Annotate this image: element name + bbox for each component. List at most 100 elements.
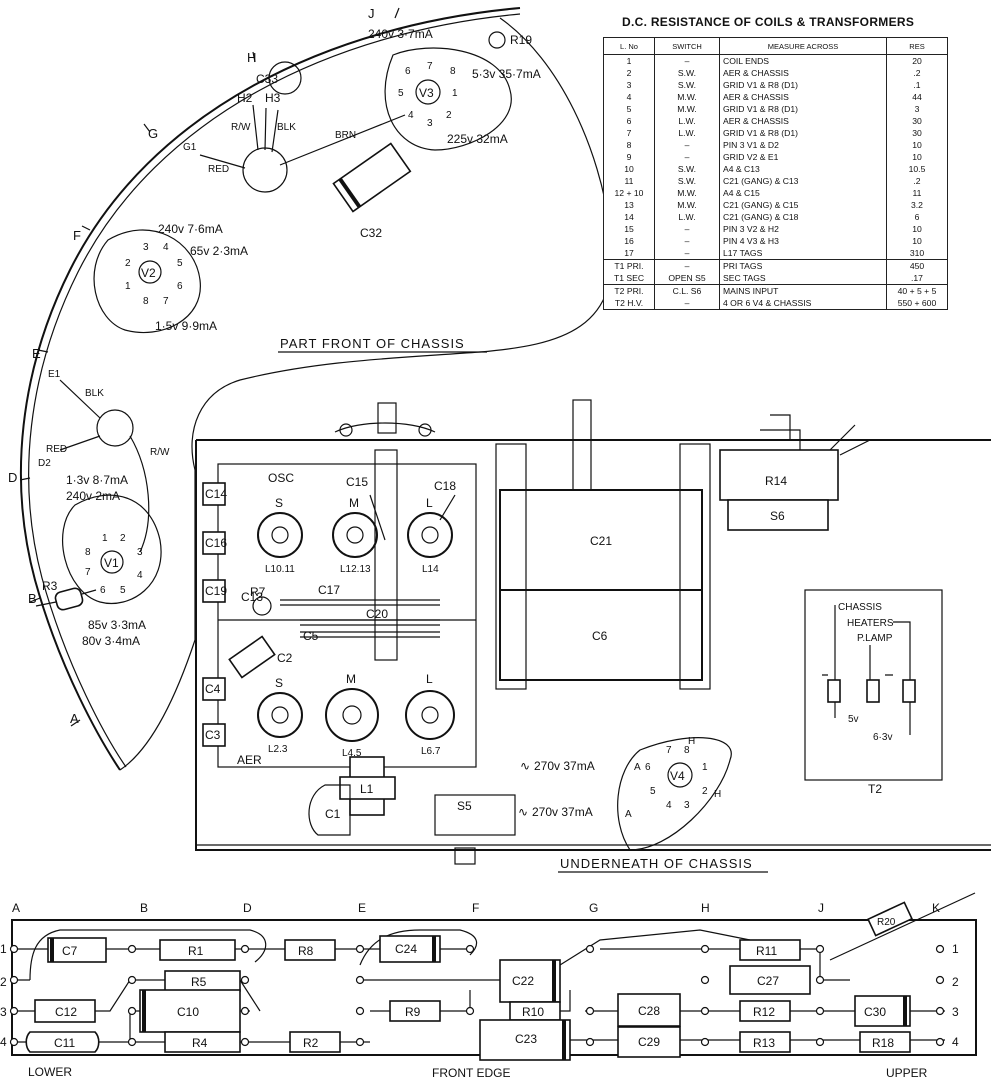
aer-label: AER [237,753,262,767]
strip-c30: C30 [864,1005,886,1019]
v3-voltage-pin6: 240v 3·7mA [368,27,433,41]
table-cell: A4 & C13 [719,163,887,175]
strip-letter-j: J [818,901,824,915]
strip-letter-k: K [932,901,940,915]
strip-r20: R20 [877,917,896,928]
strip-row-left-3: 3 [0,1005,7,1019]
coil-bottom-m: M [346,672,356,686]
v2-pin-4: 4 [163,242,169,253]
table-cell: – [654,139,720,151]
t2-63v: 6·3v [873,732,892,743]
scale-letter-j: J [368,6,375,21]
table-cell: S.W. [654,175,720,187]
strip-r18: R18 [872,1036,894,1050]
table-cell: – [654,247,720,260]
v3-voltage-pin8: 5·3v 35·7mA [472,67,541,81]
strip-letter-g: G [589,901,598,915]
table-cell: 11 [603,175,655,187]
strip-letter-h: H [701,901,710,915]
v1-voltage-b: 240v 2mA [66,489,120,503]
c2-label: C2 [277,651,293,665]
table-cell: C21 (GANG) & C15 [719,199,887,211]
coil-top-s: S [275,496,283,510]
table-cell: 14 [603,211,655,223]
v2-pin-5: 5 [177,258,183,269]
table-cell: 3 [886,103,948,115]
v1-pin-7: 7 [85,567,91,578]
table-cell: MAINS INPUT [719,284,887,297]
table-cell: M.W. [654,91,720,103]
table-cell: – [654,297,720,310]
v3-pin-1: 1 [452,88,458,99]
coil-l2-3 [257,692,303,738]
strip-r8: R8 [298,944,314,958]
table-cell: GRID V2 & E1 [719,151,887,163]
table-cell: PIN 4 V3 & H3 [719,235,887,247]
underneath-title: UNDERNEATH OF CHASSIS [560,856,753,871]
strip-c10: C10 [177,1005,199,1019]
table-cell: – [654,259,720,272]
ac-symbol-2: ∿ [518,805,528,819]
strip-row-right-3: 3 [952,1005,959,1019]
table-cell: 20 [886,54,948,67]
r14-label: R14 [765,474,787,488]
scale-letter-d: D [8,470,17,485]
c18-label: C18 [434,479,456,493]
strip-c7: C7 [62,944,78,958]
c15-label: C15 [346,475,368,489]
v3-pin-4: 4 [408,110,414,121]
c19-label: C19 [205,584,227,598]
strip-c23: C23 [515,1032,537,1046]
table-cell: 12 + 10 [603,187,655,199]
table-cell: 6 [603,115,655,127]
v2-pin-8: 8 [143,296,149,307]
table-cell: 16 [603,235,655,247]
strip-r1: R1 [188,944,204,958]
table-cell: .1 [886,79,948,91]
v2-pin-3: 3 [143,242,149,253]
scale-letter-g: G [148,126,158,141]
table-cell: 15 [603,223,655,235]
strip-letter-d: D [243,901,252,915]
table-cell: 3.2 [886,199,948,211]
brn-label: BRN [335,130,356,141]
strip-row-left-1: 1 [0,942,7,956]
coil-top-label-3: L14 [422,564,439,575]
strip-letter-b: B [140,901,148,915]
osc-label: OSC [268,471,294,485]
coil-top-label-1: L10.11 [265,564,295,575]
table-cell: T2 PRI. [603,284,655,297]
v1-label: V1 [104,556,119,570]
v2-voltage-pin4: 65v 2·3mA [190,244,248,258]
strip-c12: C12 [55,1005,77,1019]
t2-heaters: HEATERS [847,618,894,629]
table-cell: 550 + 600 [886,297,948,310]
c17-label: C17 [318,583,340,597]
table-cell: – [654,151,720,163]
table-cell: 4 [603,91,655,103]
table-cell: 10 [603,163,655,175]
v4-pin-3: 3 [684,800,690,811]
table-cell: AER & CHASSIS [719,115,887,127]
c6-label: C6 [592,629,608,643]
v3-label: V3 [419,86,434,100]
c20-label: C20 [366,607,388,621]
coil-l6-7 [405,690,455,740]
resistance-table: L. No SWITCH MEASURE ACROSS RES 1–COIL E… [603,37,948,310]
table-cell: 10 [886,223,948,235]
v3-pin-2: 2 [446,110,452,121]
table-cell: L.W. [654,127,720,139]
table-cell: M.W. [654,103,720,115]
table-cell: 10.5 [886,163,948,175]
ac-symbol-1: ∿ [520,759,530,773]
c5-label: C5 [303,629,319,643]
table-cell: 17 [603,247,655,260]
strip-letter-f: F [472,901,479,915]
table-cell: T2 H.V. [603,297,655,310]
l1-label: L1 [360,782,374,796]
v2-pin-2: 2 [125,258,131,269]
